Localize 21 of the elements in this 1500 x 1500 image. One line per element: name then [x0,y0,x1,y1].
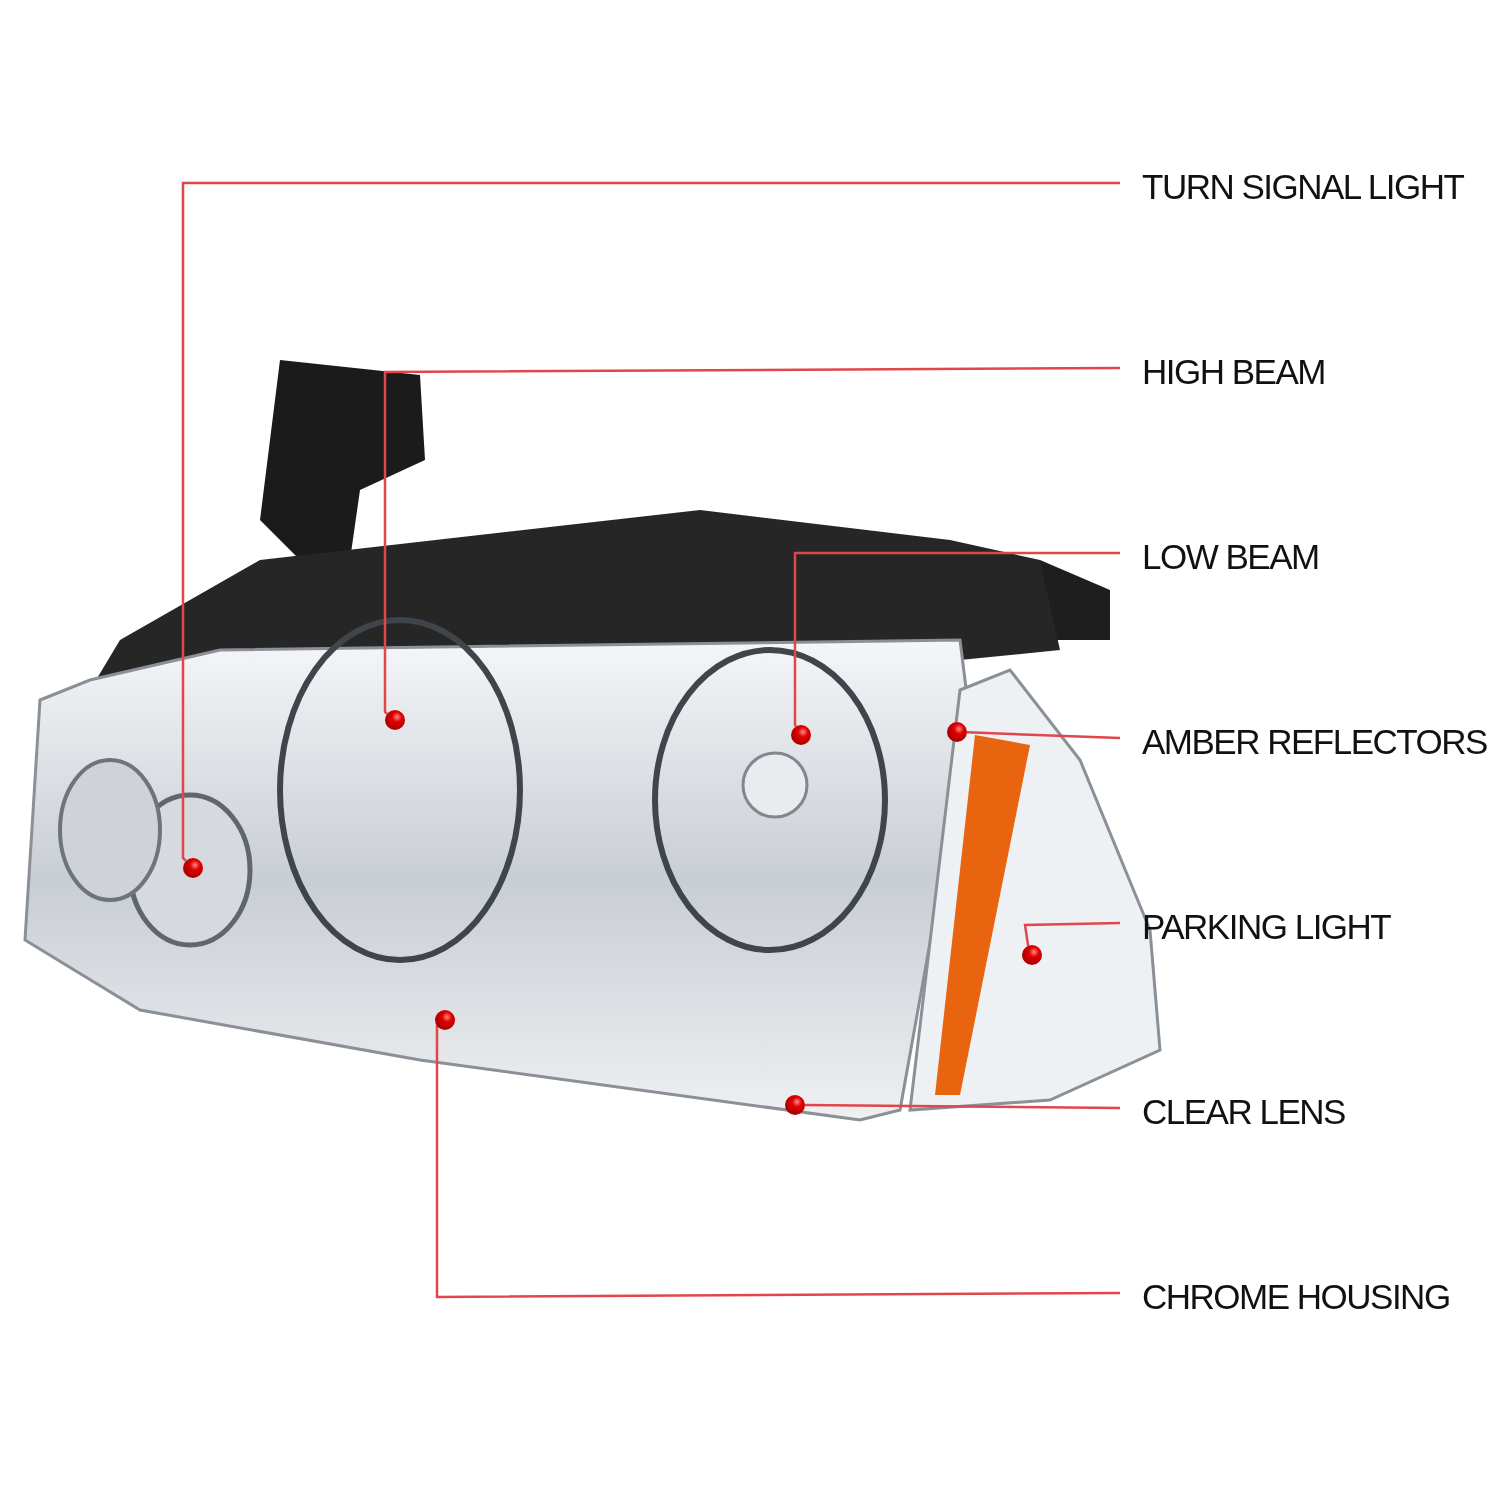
callout-label: CHROME HOUSING [1142,1277,1450,1317]
callout-dot [385,710,405,730]
callout-label: LOW BEAM [1142,537,1319,577]
callout-dot [947,722,967,742]
leader-line [181,181,1120,862]
leader-line [435,1022,1120,1299]
leader-line [1023,921,1121,947]
callout-dot [1022,945,1042,965]
callout-dot [183,858,203,878]
callout-dot [435,1010,455,1030]
callout-dot [785,1095,805,1115]
leader-line [793,551,1120,727]
callout-label: CLEAR LENS [1142,1092,1345,1132]
callout-label: PARKING LIGHT [1142,907,1391,947]
callout-label: AMBER REFLECTORS [1142,722,1487,762]
leader-line [383,366,1120,714]
leader-line [805,1103,1120,1110]
callout-label: TURN SIGNAL LIGHT [1142,167,1464,207]
callout-label: HIGH BEAM [1142,352,1325,392]
leader-line [966,731,1121,740]
callout-dot [791,725,811,745]
